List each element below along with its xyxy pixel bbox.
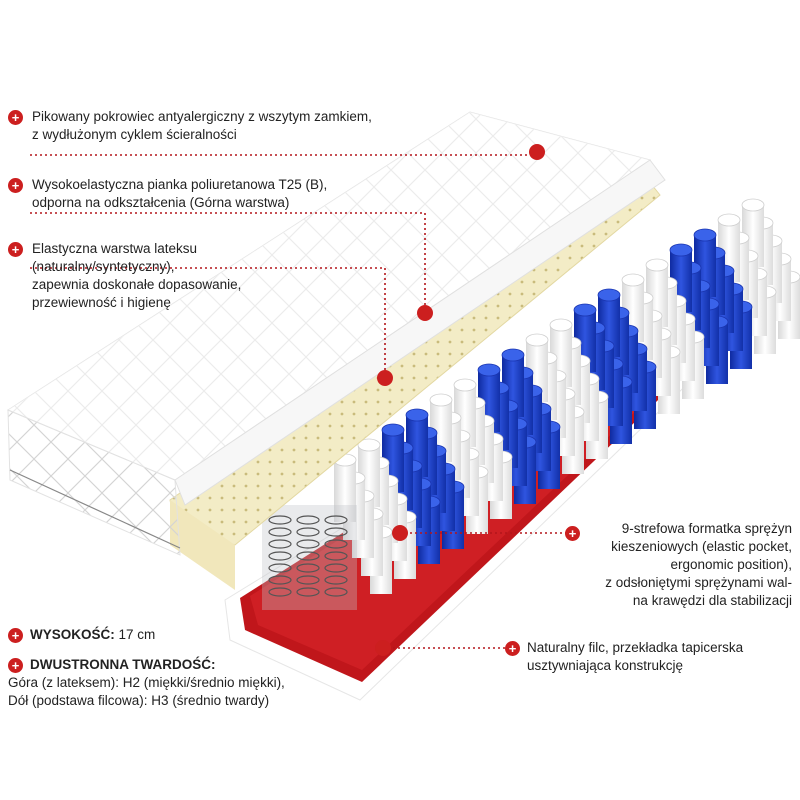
plus-icon: + <box>8 628 23 643</box>
spring-coil <box>296 527 320 537</box>
plus-icon: + <box>8 658 23 673</box>
spec-firmness-bottom: Dół (podstawa filcowa): H3 (średnio twar… <box>8 693 270 708</box>
annotation-springs-line-4: z odsłoniętymi sprężynami wal- <box>605 575 792 590</box>
annotation-springs-line-2: kieszeniowych (elastic pocket, <box>611 539 792 554</box>
zipper-line <box>9 469 181 549</box>
annotation-springs-line-1: 9-strefowa formatka sprężyn <box>621 521 792 536</box>
annotation-felt: Naturalny filc, przekładka tapicerska us… <box>527 639 743 675</box>
spring-coil <box>324 539 348 549</box>
spring-coil <box>324 563 348 573</box>
spring-coil <box>324 551 348 561</box>
spring-coil <box>268 551 292 561</box>
spring-coil <box>268 587 292 597</box>
annotation-felt-line-2: usztywniająca konstrukcję <box>527 658 684 673</box>
spring-coil <box>296 587 320 597</box>
annotation-foam: Wysokoelastyczna pianka poliuretanowa T2… <box>32 176 327 212</box>
annotation-latex-line-1: Elastyczna warstwa lateksu <box>32 241 198 256</box>
spring-coil <box>324 587 348 597</box>
cover-side <box>7 409 181 556</box>
spec-height-value: 17 cm <box>114 627 156 642</box>
leader-markers <box>375 144 545 656</box>
spring-coil <box>296 563 320 573</box>
cover-front-edge <box>174 159 666 506</box>
plus-icon: + <box>8 242 23 257</box>
spec-firmness: DWUSTRONNA TWARDOŚĆ: Góra (z lateksem): … <box>8 656 285 710</box>
plus-icon: + <box>8 178 23 193</box>
plus-icon: + <box>8 110 23 125</box>
cover-top-fill <box>8 112 650 480</box>
annotation-latex: Elastyczna warstwa lateksu (naturalny/sy… <box>32 240 241 312</box>
spring-coil <box>324 575 348 585</box>
spring-coil <box>324 515 348 525</box>
annotation-cover-line-1: Pikowany pokrowiec antyalergiczny z wszy… <box>32 109 372 124</box>
spring-coil <box>296 539 320 549</box>
annotation-foam-line-1: Wysokoelastyczna pianka poliuretanowa T2… <box>32 177 328 192</box>
spec-firmness-top: Góra (z lateksem): H2 (miękki/średnio mi… <box>8 675 285 690</box>
plus-icon: + <box>505 641 520 656</box>
plus-icon: + <box>565 526 580 541</box>
leader-lines <box>30 154 575 649</box>
spec-height-label: WYSOKOŚĆ: <box>30 627 115 642</box>
annotation-foam-line-2: odporna na odkształcenia (Górna warstwa) <box>32 195 290 210</box>
annotation-springs-line-5: na krawędzi dla stabilizacji <box>632 593 792 608</box>
spring-coil <box>268 527 292 537</box>
spec-firmness-label: DWUSTRONNA TWARDOŚĆ: <box>30 657 216 672</box>
spring-coil <box>296 551 320 561</box>
spring-coil <box>268 539 292 549</box>
spring-coil <box>268 563 292 573</box>
annotation-latex-line-2: (naturalny/syntetyczny), <box>32 259 175 274</box>
annotation-springs-line-3: ergonomic position), <box>670 557 792 572</box>
annotation-latex-line-4: przewiewność i higienę <box>32 295 171 310</box>
spring-coil <box>296 575 320 585</box>
exposed-springs <box>262 505 357 610</box>
spring-coil <box>268 575 292 585</box>
annotation-springs: 9-strefowa formatka sprężyn kieszeniowyc… <box>560 520 792 610</box>
spring-coil <box>324 527 348 537</box>
spring-coil <box>268 515 292 525</box>
annotation-cover: Pikowany pokrowiec antyalergiczny z wszy… <box>32 108 372 144</box>
spring-coil <box>296 515 320 525</box>
annotation-cover-line-2: z wydłużonym cyklem ścieralności <box>32 127 237 142</box>
latex-front <box>170 500 235 590</box>
spec-height: WYSOKOŚĆ: 17 cm <box>30 626 155 644</box>
annotation-latex-line-3: zapewnia doskonałe dopasowanie, <box>32 277 242 292</box>
annotation-felt-line-1: Naturalny filc, przekładka tapicerska <box>527 640 744 655</box>
